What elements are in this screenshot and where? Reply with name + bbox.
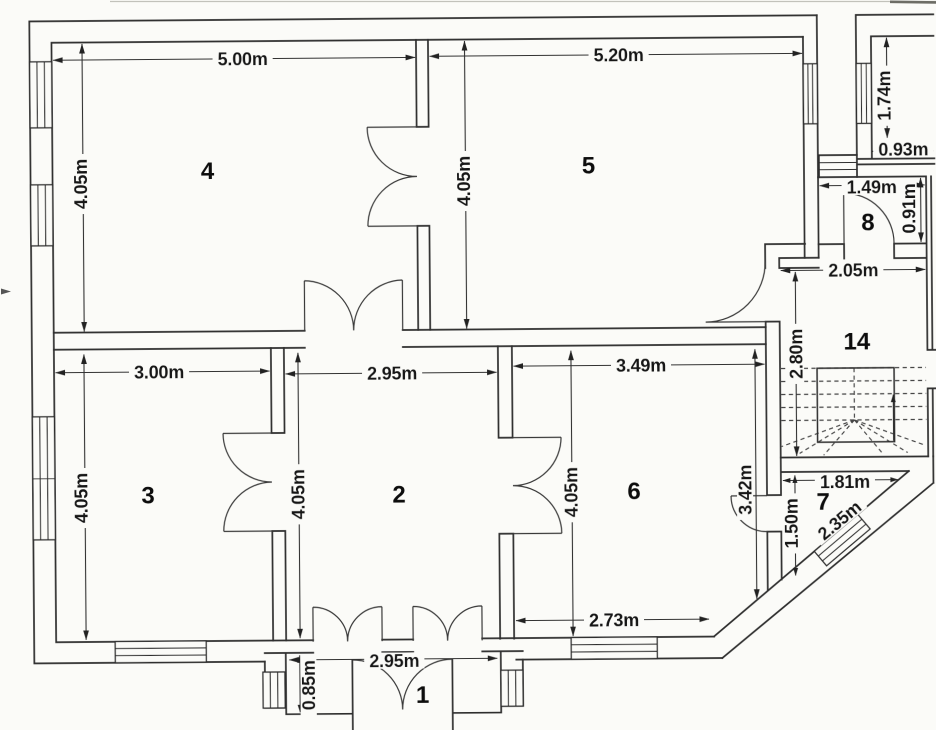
dimension-labels: 5.00m 5.20m 4.05m 4.05m 1.74m 0.93m 1.49… xyxy=(71,45,934,716)
stair-void xyxy=(816,366,896,444)
dim-room6-side: 3.42m xyxy=(735,465,755,515)
dim-room2-width: 2.95m xyxy=(367,363,417,383)
dim-room5-width: 5.20m xyxy=(593,45,643,65)
dim-section-width: 0.93m xyxy=(878,139,928,159)
room-label-14: 14 xyxy=(843,328,871,355)
dim-hall-height: 2.80m xyxy=(786,329,806,379)
window-room3-bottom xyxy=(114,640,207,664)
door-room1-room2-left xyxy=(312,606,383,642)
window-room4-lower xyxy=(29,184,54,247)
door-room5-lobby xyxy=(705,261,766,323)
door-room3-room2 xyxy=(222,432,273,533)
room-label-4: 4 xyxy=(201,158,215,185)
dim-room4-height: 4.05m xyxy=(71,159,91,209)
dim-room6-width: 3.49m xyxy=(616,355,666,375)
room-label-2: 2 xyxy=(392,481,406,508)
dim-room8-width: 1.49m xyxy=(847,177,897,197)
dim-room3-width: 3.00m xyxy=(134,362,184,382)
room-label-5: 5 xyxy=(582,152,596,179)
connector-steps xyxy=(818,161,857,171)
scan-artifacts xyxy=(1,0,936,295)
dim-line-room6-side xyxy=(752,348,760,600)
dim-room2-height: 4.05m xyxy=(288,469,308,519)
dim-room7-top: 1.81m xyxy=(820,472,870,492)
window-room3-left xyxy=(31,416,57,541)
room-label-3: 3 xyxy=(141,482,155,509)
room-labels: 4 5 2 3 6 1 7 8 14 xyxy=(141,152,875,709)
window-room6-bottom xyxy=(570,636,658,660)
windows xyxy=(28,61,873,709)
door-room1-room2-right xyxy=(412,605,483,641)
room-label-8: 8 xyxy=(861,209,875,236)
dim-room7-left: 1.50m xyxy=(782,498,802,548)
dim-vestibule-width: 2.95m xyxy=(369,651,419,671)
door-room2-room6 xyxy=(512,436,563,535)
window-right-section xyxy=(855,62,873,125)
dim-room3-height: 4.05m xyxy=(71,473,91,523)
room-label-7: 7 xyxy=(816,489,830,516)
dim-line-room8-height xyxy=(917,177,924,243)
stair-winders xyxy=(781,419,926,456)
dim-room6-bottom: 2.73m xyxy=(589,610,639,630)
dim-room4-width: 5.00m xyxy=(217,49,267,69)
room-label-1: 1 xyxy=(416,682,430,709)
window-room5-right xyxy=(802,63,819,125)
room-label-6: 6 xyxy=(627,478,641,505)
dim-room6-height: 4.05m xyxy=(561,467,581,517)
door-room4-bottom xyxy=(303,279,404,331)
dim-room8-height: 0.91m xyxy=(899,183,919,233)
window-vestibule-west xyxy=(262,671,286,709)
dim-hall-width: 2.05m xyxy=(828,260,878,280)
window-vestibule-east xyxy=(500,669,524,707)
staircase xyxy=(781,366,927,456)
interior-walls xyxy=(52,38,930,642)
dim-room5-height: 4.05m xyxy=(454,156,474,206)
door-room4-room5 xyxy=(366,126,418,227)
dim-section-height: 1.74m xyxy=(874,71,894,121)
dim-vestibule-depth: 0.85m xyxy=(299,660,319,710)
window-room4-upper xyxy=(28,61,53,129)
